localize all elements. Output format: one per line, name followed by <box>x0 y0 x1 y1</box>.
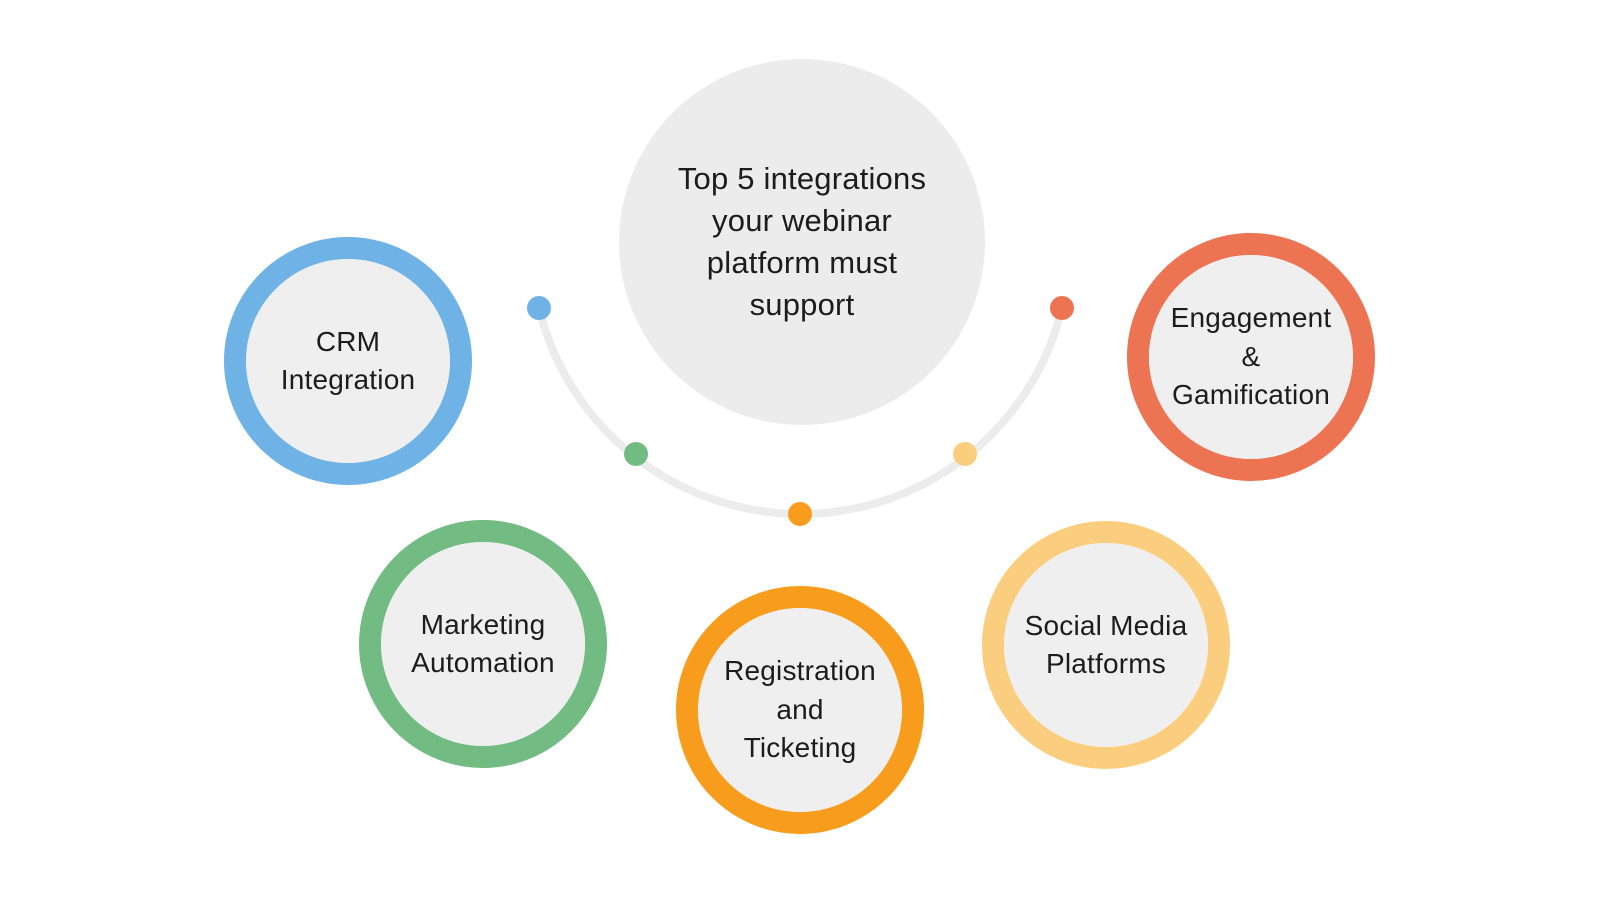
node-marketing-automation: Marketing Automation <box>359 520 607 768</box>
arc-dot-crm <box>527 296 551 320</box>
center-circle: Top 5 integrations your webinar platform… <box>619 59 985 425</box>
node-social-media-platforms: Social Media Platforms <box>982 521 1230 769</box>
node-marketing-inner-circle: Marketing Automation <box>381 542 585 746</box>
node-registration-ticketing: Registration and Ticketing <box>676 586 924 834</box>
node-crm-label: CRM Integration <box>280 325 416 395</box>
arc-dot-engagement <box>1050 296 1074 320</box>
arc-dot-registration <box>788 502 812 526</box>
arc-dot-marketing <box>624 442 648 466</box>
node-engagement-label: Engagement & Gamification <box>1170 302 1332 411</box>
node-crm-integration: CRM Integration <box>224 237 472 485</box>
node-engagement-inner-circle: Engagement & Gamification <box>1149 255 1353 459</box>
node-social-label: Social Media Platforms <box>1024 609 1188 679</box>
infographic-title: Top 5 integrations your webinar platform… <box>677 160 927 323</box>
node-social-inner-circle: Social Media Platforms <box>1004 543 1208 747</box>
node-registration-label: Registration and Ticketing <box>724 655 876 764</box>
node-engagement-gamification: Engagement & Gamification <box>1127 233 1375 481</box>
node-crm-inner-circle: CRM Integration <box>246 259 450 463</box>
node-registration-inner-circle: Registration and Ticketing <box>698 608 902 812</box>
arc-dot-social <box>953 442 977 466</box>
node-marketing-label: Marketing Automation <box>411 608 555 678</box>
